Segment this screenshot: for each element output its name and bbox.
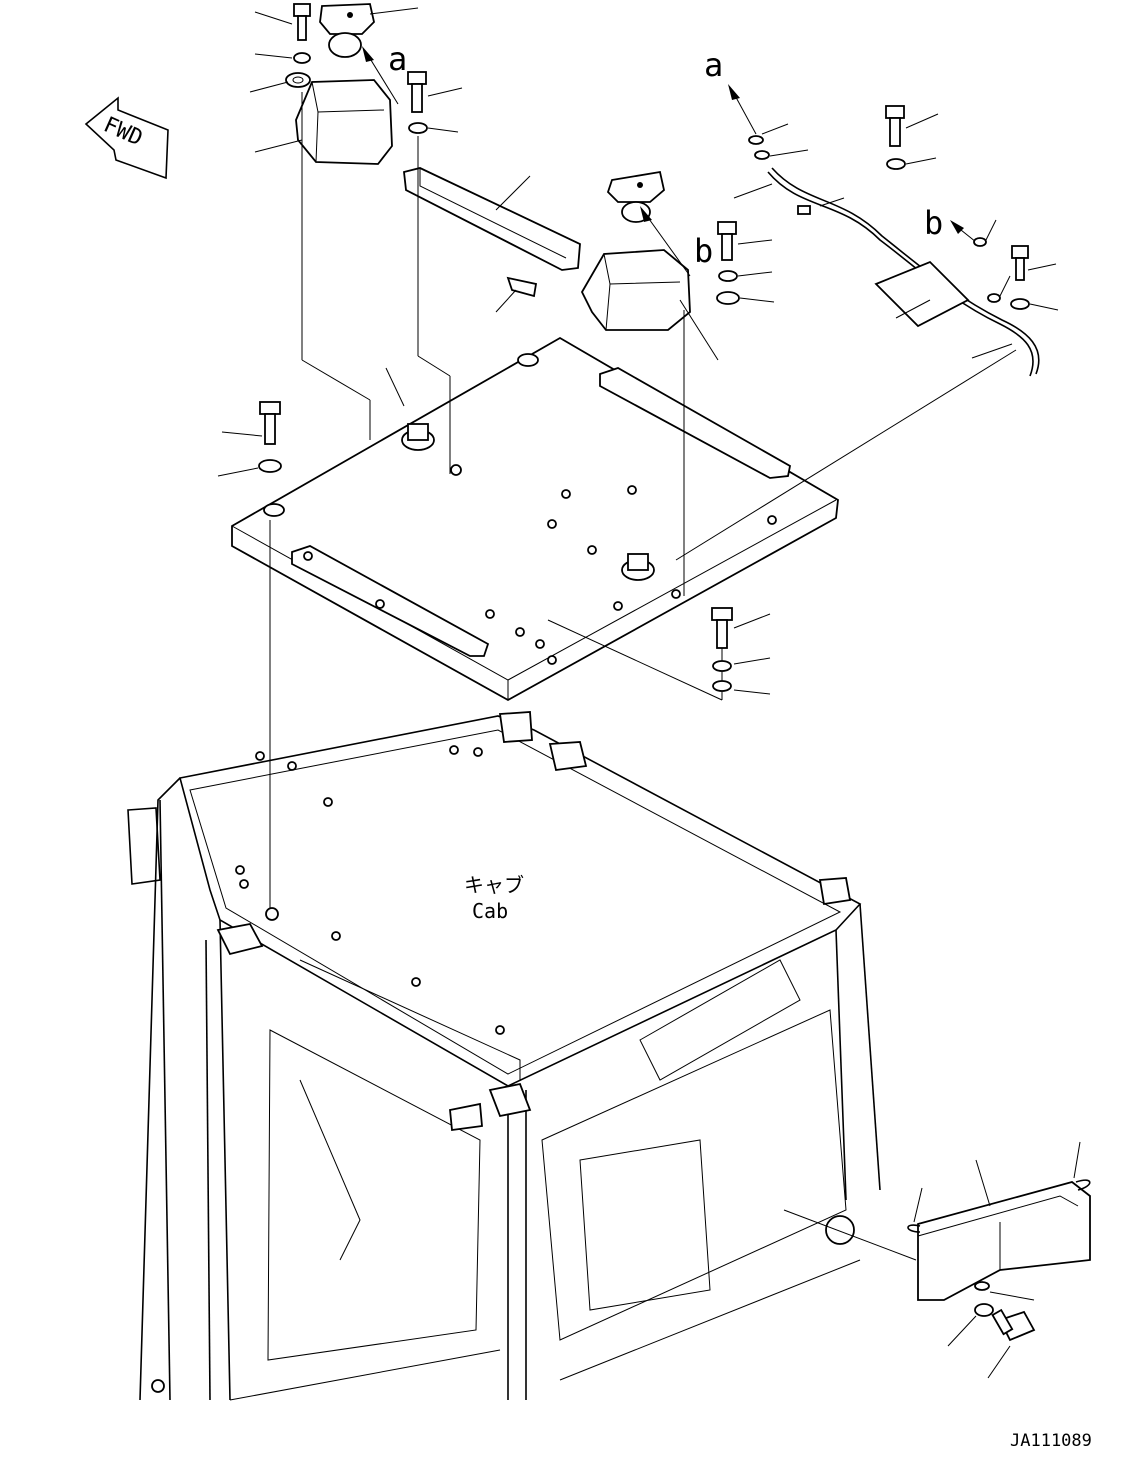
lamp-left: [295, 3, 393, 165]
cab-label-en: Cab: [472, 899, 508, 923]
callout-a-right: a: [704, 46, 757, 135]
roof-panel: [231, 336, 839, 702]
leaders-left: [249, 7, 463, 153]
side-bracket: [783, 1141, 1091, 1379]
bolt-lower-right: [711, 607, 771, 695]
cab-structure: [127, 711, 881, 1401]
figure-code: JA111089: [1010, 1431, 1092, 1451]
wire-harness: [733, 123, 1040, 377]
bolt-left-top: [285, 3, 311, 88]
callout-a-left: a: [362, 40, 407, 105]
bolt-mid-top: [407, 71, 428, 134]
cab-label-jp: キャブ: [464, 873, 524, 897]
cab-label: キャブ Cab: [464, 873, 524, 923]
bolt-far-right: [885, 105, 1059, 311]
bracket-rail: [403, 167, 581, 313]
callout-a-right-label: a: [704, 46, 723, 84]
callout-b-left-label: b: [694, 232, 713, 270]
callout-b-left: b: [640, 206, 713, 277]
fwd-arrow: FWD: [84, 96, 169, 180]
assembly-lines: [269, 92, 1017, 910]
bolt-right-mid: [716, 221, 775, 305]
lamp-right: [580, 170, 719, 361]
callout-b-right: b: [924, 204, 1011, 303]
callout-b-right-label: b: [924, 204, 943, 242]
callout-a-left-label: a: [388, 40, 407, 78]
bolt-lower-left: [217, 401, 282, 477]
